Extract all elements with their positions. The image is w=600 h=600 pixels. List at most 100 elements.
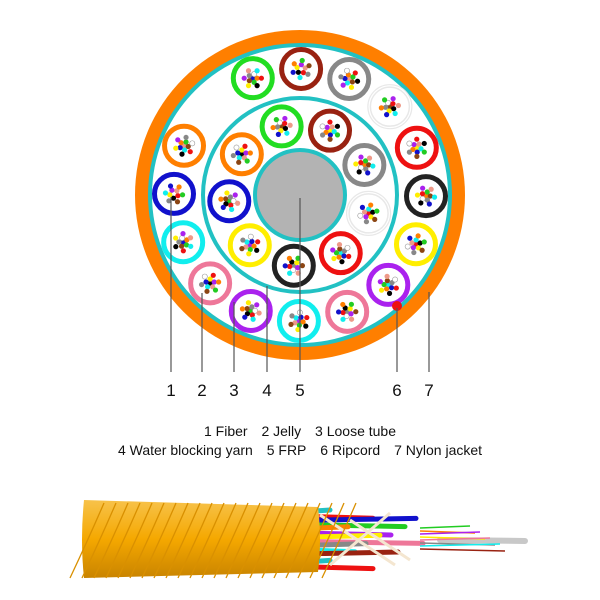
outer-loose-tube (188, 261, 233, 306)
fiber (344, 67, 350, 74)
fiber (249, 312, 255, 318)
fiber (370, 163, 376, 169)
fiber (287, 122, 293, 128)
fiber (177, 145, 183, 151)
fiber (406, 140, 413, 147)
fiber (254, 302, 260, 308)
fiber (239, 147, 245, 153)
fiber (327, 136, 333, 142)
loose-tube-outline (367, 84, 413, 130)
fiber (242, 143, 248, 149)
fiber (378, 287, 385, 293)
fiber (275, 131, 281, 137)
fiber (175, 193, 181, 199)
fiber (247, 246, 253, 253)
jacket-spiral (309, 502, 345, 579)
fiber (362, 158, 369, 164)
fiber (296, 322, 302, 328)
fiber (230, 198, 237, 204)
legend-frp: 5 FRP (266, 442, 307, 458)
outer-loose-tube (327, 57, 372, 102)
fiber (218, 196, 224, 202)
fiber (162, 190, 169, 196)
fiber (167, 183, 174, 189)
fiber-strand (419, 548, 506, 552)
jacket-spiral (141, 502, 177, 579)
legend-line-1: 1 Fiber 2 Jelly 3 Loose tube (0, 423, 600, 439)
fiber (288, 321, 294, 328)
fiber (174, 188, 180, 194)
fiber (331, 255, 337, 262)
inner-loose-tube (342, 142, 387, 187)
fiber (414, 136, 420, 142)
fiber (236, 159, 242, 165)
fiber (246, 73, 252, 79)
jacket-spiral (153, 502, 189, 579)
fiber (249, 304, 255, 310)
fiber (284, 130, 290, 136)
fiber (294, 64, 300, 71)
outer-loose-tube (366, 262, 411, 307)
fiber (255, 239, 261, 245)
fiber (411, 249, 417, 256)
fiber (340, 301, 346, 308)
fiber (187, 235, 194, 241)
fiber (368, 202, 374, 208)
fiber (339, 259, 345, 265)
fiber (182, 147, 188, 153)
fiber-strand (419, 531, 481, 535)
fiber (418, 200, 424, 206)
inner-loose-tube (219, 132, 264, 177)
fiber (189, 140, 196, 147)
fiber (354, 78, 361, 84)
fiber (246, 251, 252, 257)
jacket-spiral (213, 502, 249, 579)
fiber (166, 198, 172, 204)
fiber (176, 184, 182, 190)
outer-loose-tube (367, 84, 413, 130)
fiber (176, 239, 182, 245)
fiber (407, 235, 413, 241)
fiber (419, 247, 425, 253)
fiber (421, 239, 427, 245)
fiber (353, 309, 359, 315)
fiber (340, 316, 346, 322)
fiber (381, 97, 388, 103)
fiber (384, 273, 390, 279)
jacket-spiral (297, 502, 333, 579)
fiber (289, 313, 295, 319)
fiber (390, 96, 396, 102)
fiber (336, 309, 342, 315)
fiber (180, 231, 186, 237)
fiber (201, 273, 208, 280)
fiber (417, 240, 423, 246)
fiber (424, 189, 430, 195)
fiber (392, 276, 398, 283)
legend-nylon-jacket: 7 Nylon jacket (394, 442, 483, 458)
fiber (319, 123, 326, 130)
fiber (358, 154, 364, 160)
inner-loose-tube (259, 104, 304, 149)
fiber (247, 150, 253, 156)
jacket-spiral (165, 502, 201, 579)
fiber (242, 314, 248, 320)
fiber (359, 204, 366, 210)
fiber (258, 75, 264, 81)
fiber (299, 57, 305, 64)
callout-3: 3 (229, 381, 238, 400)
fiber (251, 79, 257, 85)
jacket-spiral (237, 502, 273, 579)
fiber (374, 208, 380, 214)
fiber (256, 310, 262, 316)
fiber (170, 195, 177, 201)
fiber (356, 169, 362, 175)
callout-6: 6 (392, 381, 401, 400)
fiber (179, 192, 186, 198)
fiber (370, 209, 376, 215)
outer-loose-tube (228, 288, 273, 333)
jacket-spiral (81, 502, 117, 579)
fiber (372, 216, 378, 222)
legend-line-2: 4 Water blocking yarn 5 FRP 6 Ripcord 7 … (0, 442, 600, 458)
fiber (167, 192, 173, 198)
fiber (392, 110, 398, 117)
